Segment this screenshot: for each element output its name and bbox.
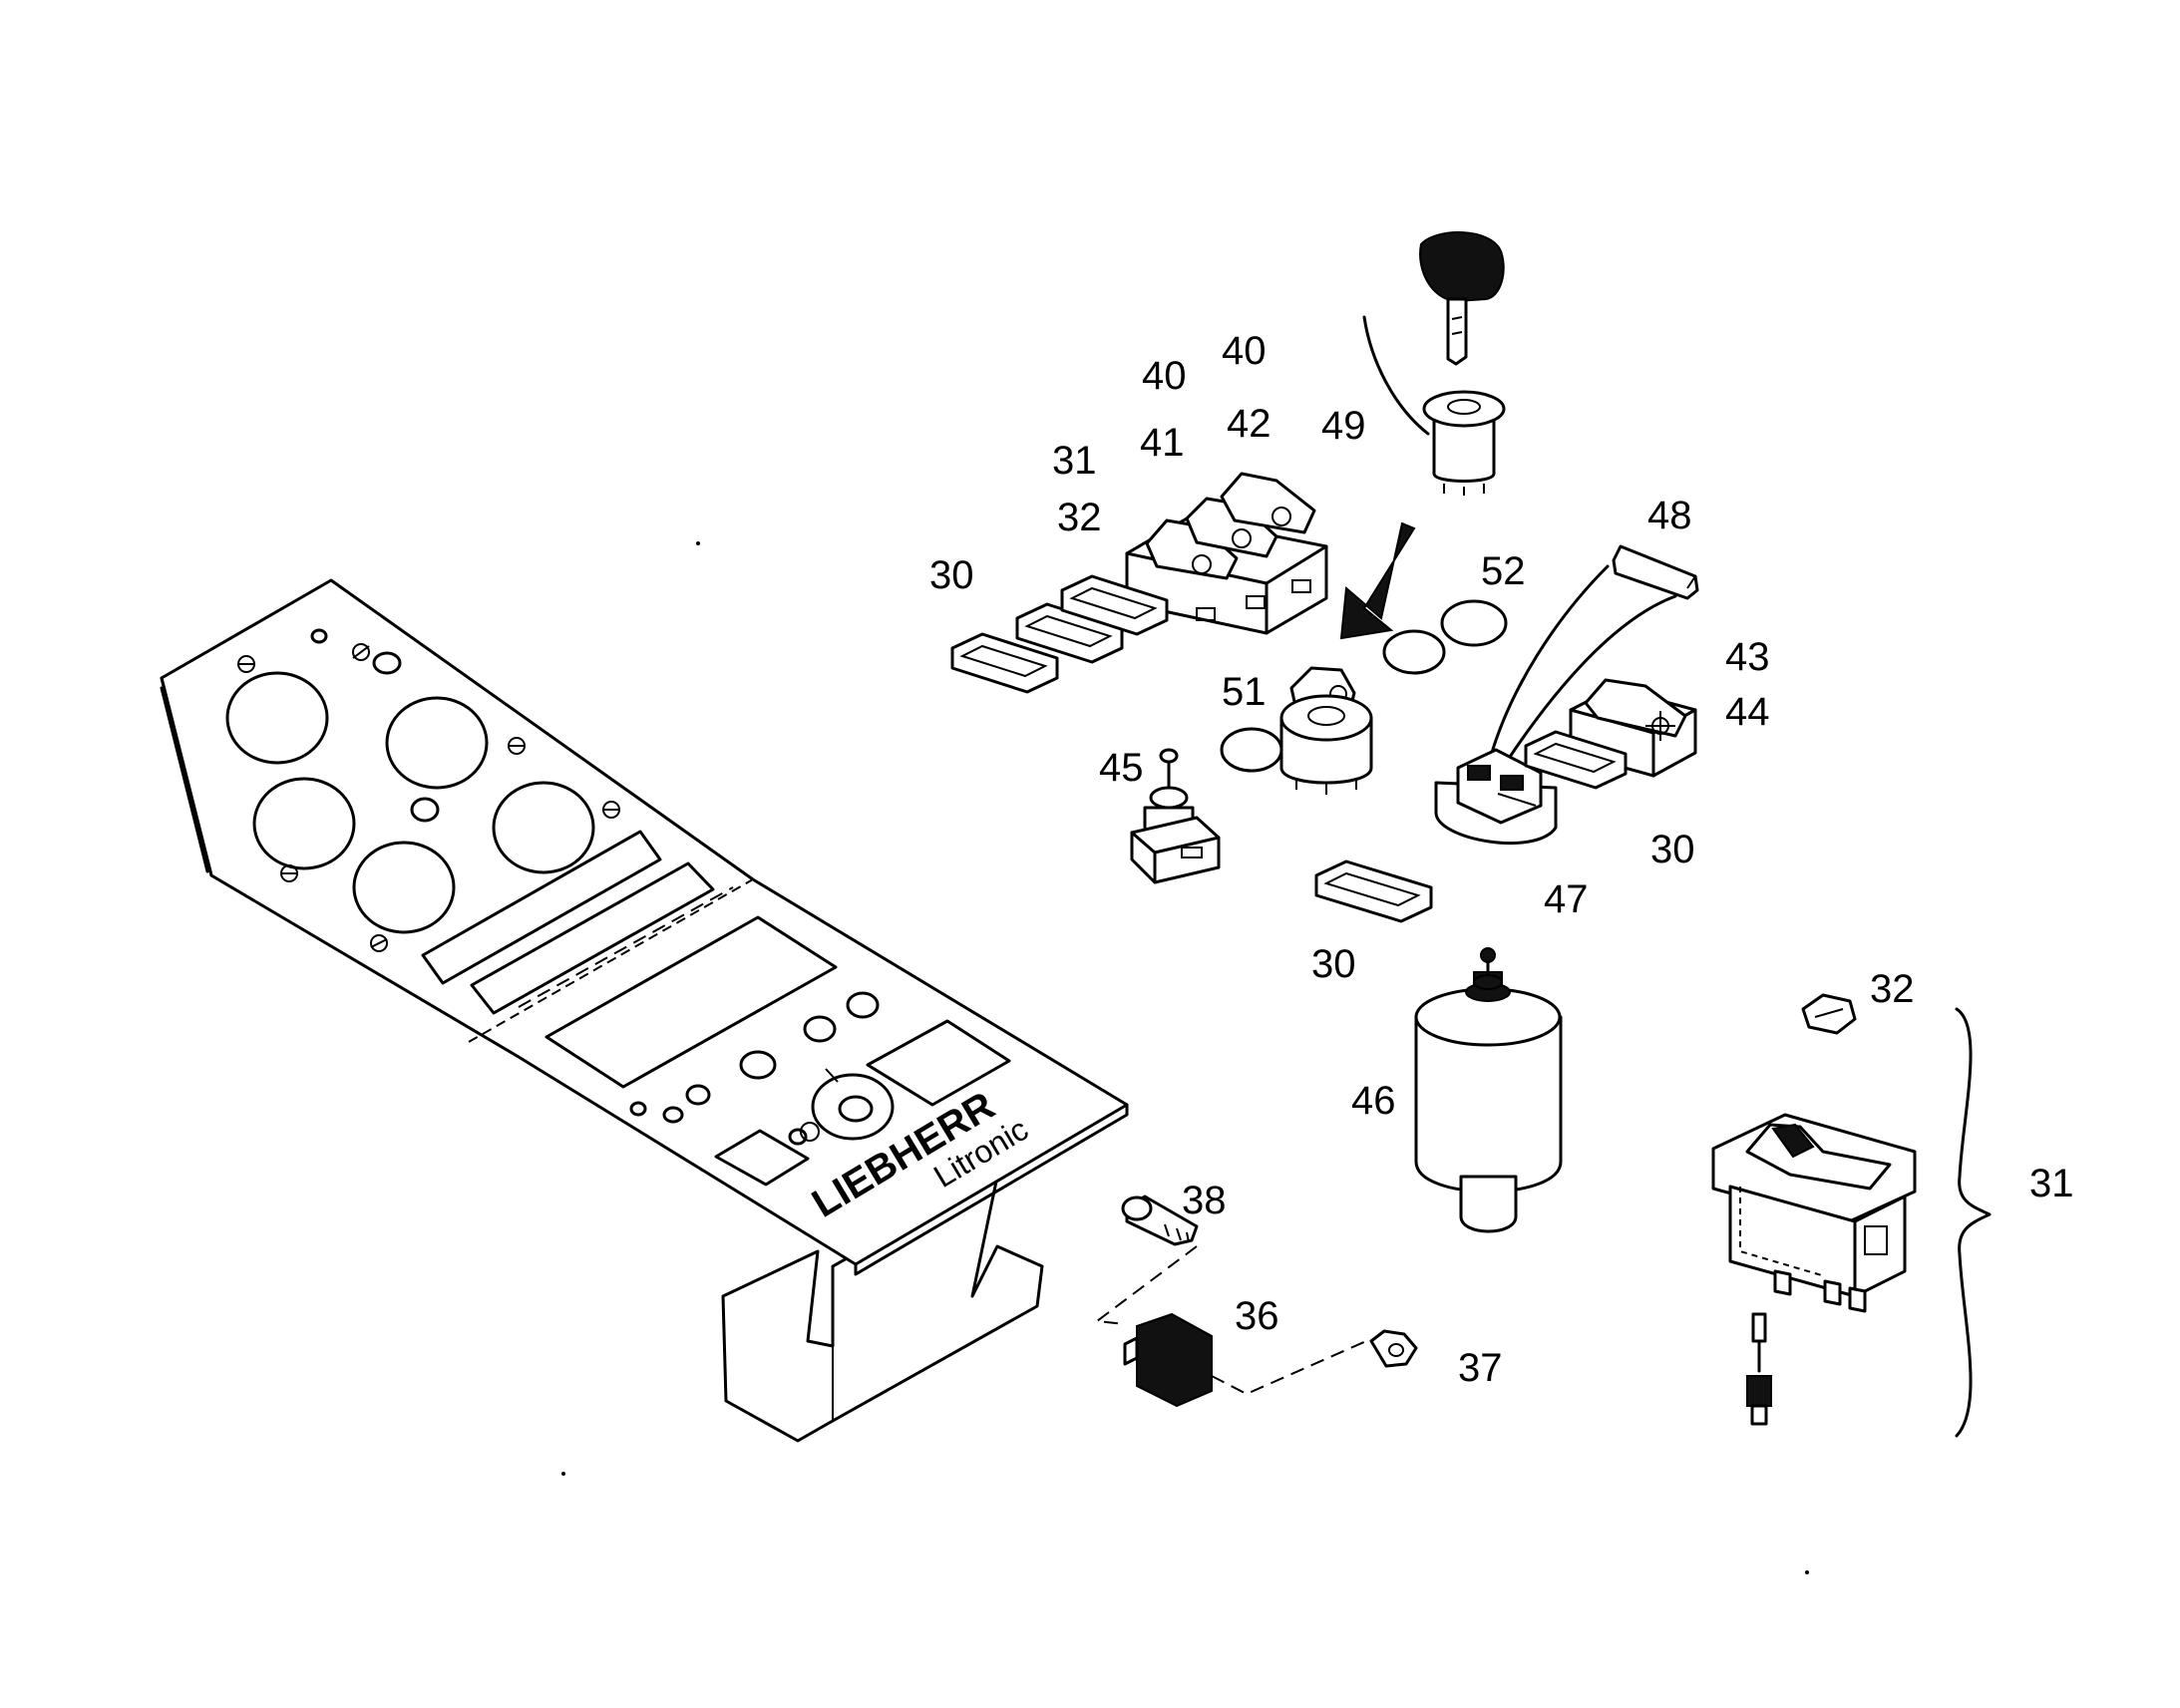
mounting-bracket xyxy=(721,1175,1044,1443)
display-window xyxy=(714,1129,810,1187)
dashboard-panel: LIEBHERR Litronic xyxy=(160,578,1129,1443)
rocker-switch-bank xyxy=(1125,472,1328,635)
callout-30: 30 xyxy=(1650,828,1695,871)
gauge-symbol-icon xyxy=(352,643,370,661)
group-brace xyxy=(1955,1007,1992,1438)
insert-arrow-icon xyxy=(1339,521,1416,640)
display-window xyxy=(421,830,662,985)
screw-and-connector xyxy=(1094,1195,1418,1408)
knob-cap xyxy=(1612,544,1699,600)
callout-30: 30 xyxy=(929,553,974,597)
display-window xyxy=(545,915,838,1089)
callout-30: 30 xyxy=(1311,942,1356,986)
callout-43: 43 xyxy=(1725,635,1770,679)
callout-44: 44 xyxy=(1725,690,1770,734)
nut xyxy=(1369,1329,1418,1368)
blanking-plug xyxy=(1440,599,1508,647)
work-light-icon xyxy=(1645,711,1675,741)
rocker-switch-detail xyxy=(1711,1113,1917,1426)
callout-40: 40 xyxy=(1142,354,1187,398)
callout-36: 36 xyxy=(1235,1294,1279,1338)
dial-symbol-icon xyxy=(800,1068,895,1142)
cover-plates xyxy=(950,574,1169,694)
key-icon xyxy=(1419,231,1505,303)
rocker-switch xyxy=(1185,497,1278,558)
callout-49: 49 xyxy=(1321,404,1366,448)
callout-42: 42 xyxy=(1227,402,1272,446)
callout-41: 41 xyxy=(1140,421,1185,465)
callout-37: 37 xyxy=(1458,1346,1503,1390)
display-windows xyxy=(421,830,1011,1187)
key-and-lock xyxy=(1362,231,1506,496)
gauge-symbol-icon xyxy=(602,801,620,819)
gauge-symbol-icon xyxy=(508,737,526,755)
callout-47: 47 xyxy=(1544,877,1589,921)
rocker-switch-single xyxy=(1524,678,1697,790)
panel-face xyxy=(160,578,1129,1266)
blanking-plug xyxy=(1382,629,1446,675)
callout-52: 52 xyxy=(1481,549,1526,593)
callout-45: 45 xyxy=(1099,746,1144,790)
callout-32: 32 xyxy=(1057,496,1102,539)
rotary-knob xyxy=(1434,748,1558,846)
ignition-switch xyxy=(1279,666,1373,795)
toggle-switch xyxy=(1130,748,1221,884)
gauge-hole xyxy=(385,696,489,790)
rocker-switch xyxy=(1145,518,1239,580)
gauge-symbol-icon xyxy=(280,864,298,882)
callout-38: 38 xyxy=(1182,1179,1227,1222)
callout-51: 51 xyxy=(1222,670,1267,714)
callout-31: 31 xyxy=(2029,1162,2074,1205)
display-window xyxy=(866,1019,1011,1107)
cover-plate xyxy=(1314,859,1433,923)
gauge-hole xyxy=(252,777,356,870)
gauge-hole xyxy=(225,671,329,765)
blanking-plug xyxy=(1220,727,1283,773)
small-holes xyxy=(310,628,880,1146)
callout-31: 31 xyxy=(1052,439,1097,483)
blanking-plugs xyxy=(1220,599,1508,773)
display-window xyxy=(470,861,715,1015)
callout-32: 32 xyxy=(1870,967,1915,1011)
callout-46: 46 xyxy=(1351,1079,1396,1123)
gauge-symbol-icon xyxy=(237,655,255,673)
callout-48: 48 xyxy=(1647,494,1692,537)
panel-symbols xyxy=(237,643,620,952)
connector-block xyxy=(1136,1312,1213,1408)
gauge-hole xyxy=(492,781,595,874)
callout-40: 40 xyxy=(1222,329,1267,373)
callout-labels: 40 40 31 41 42 49 32 30 48 52 43 44 51 4… xyxy=(929,329,2074,1390)
gauge-symbol-icon xyxy=(370,934,388,952)
gauge-holes xyxy=(225,671,595,934)
gauge-hole xyxy=(352,841,456,934)
cylindrical-unit xyxy=(1414,947,1563,1233)
